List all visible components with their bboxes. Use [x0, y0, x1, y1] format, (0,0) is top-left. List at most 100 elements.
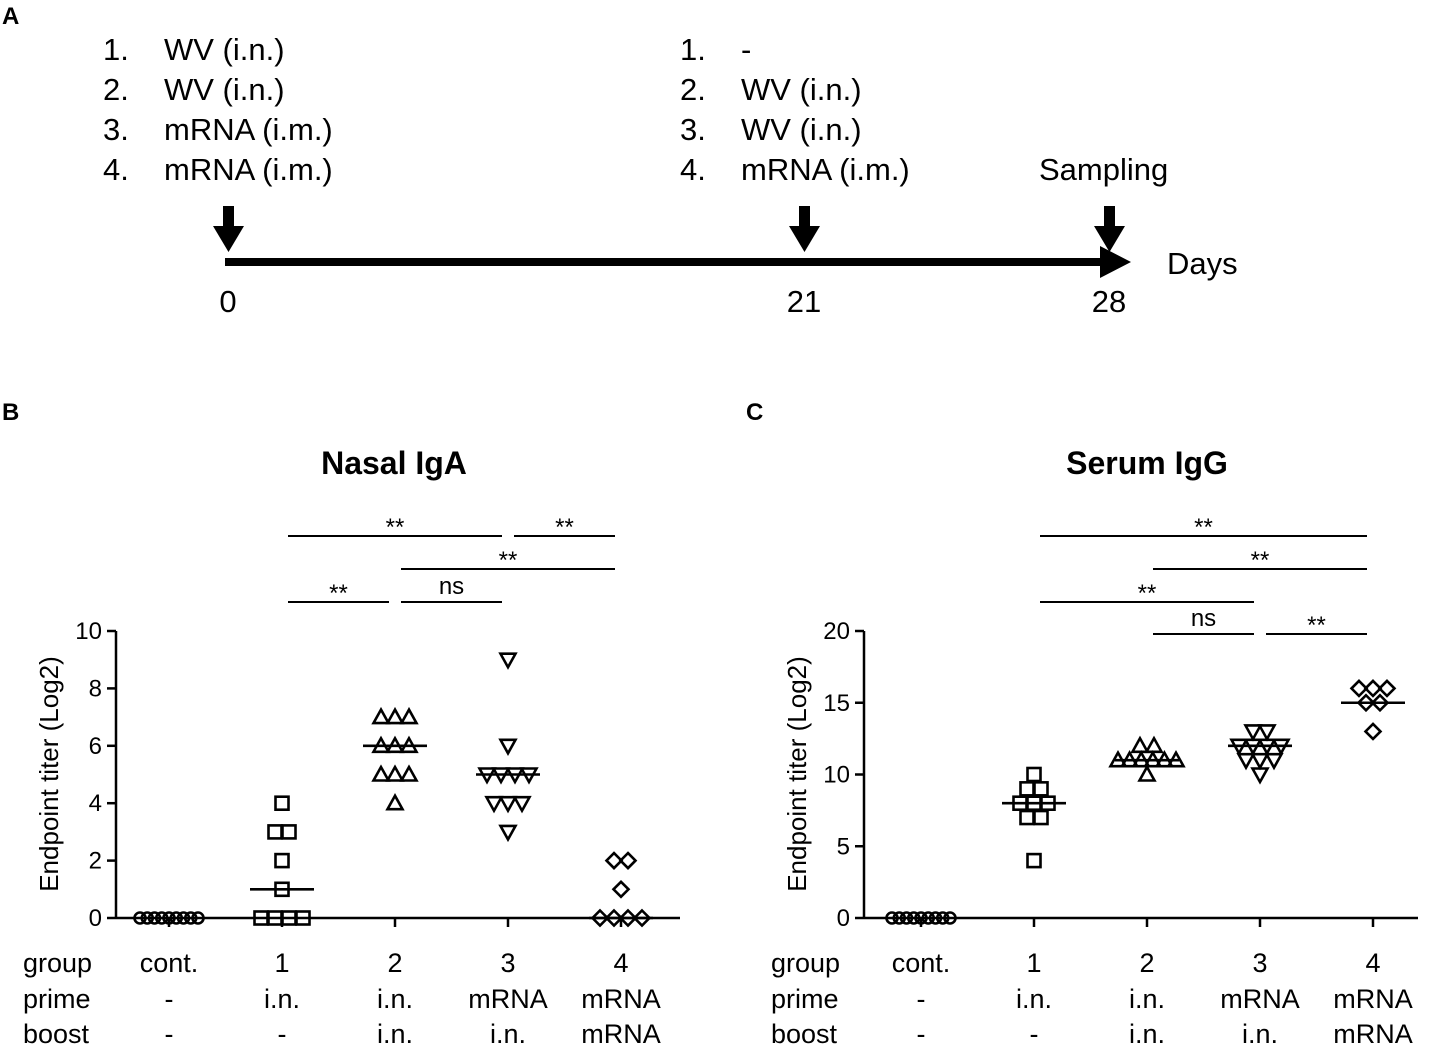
chart-b-point-1-4-0	[274, 795, 290, 812]
chart-c-point-cont.-0-0	[885, 911, 899, 925]
chart-c-point-4-13-0	[1363, 722, 1383, 741]
chart-c-point-1-10-0	[1026, 766, 1042, 783]
table-b-boost-2: i.n.	[377, 1019, 413, 1044]
table-c-group-2: 2	[1139, 948, 1154, 978]
chart-c-ytick-label-2: 10	[823, 762, 850, 789]
chart-b-point-cont.-0-6	[176, 911, 191, 925]
chart-c-table: group prime boost cont. 1 2 3 4 - i.n. i…	[771, 948, 1413, 1044]
day0-item-4-text: mRNA (i.m.)	[164, 152, 333, 187]
chart-c-point-1-4-0	[1026, 852, 1042, 869]
chart-b-point-3-4-1	[498, 795, 518, 814]
day21-item-2-text: WV (i.n.)	[741, 72, 862, 107]
chart-c-point-3-11-2	[1264, 752, 1284, 771]
chart-c-point-4-16-0	[1349, 679, 1369, 698]
table-b-group-2: 2	[387, 948, 402, 978]
chart-c-sig-label-0: **	[1194, 514, 1213, 541]
chart-b-point-2-7-2	[399, 706, 419, 725]
chart-b-point-3-4-0	[484, 795, 504, 814]
chart-c-sig-label-2: **	[1138, 580, 1157, 607]
panel-a-letter: A	[2, 3, 19, 30]
table-b-group-1: 1	[274, 948, 289, 978]
table-b-group-4: 4	[613, 948, 628, 978]
chart-c-point-3-13-1	[1257, 724, 1277, 742]
chart-b-sig-label-0: **	[386, 514, 405, 541]
day0-item-2-num: 2.	[103, 72, 129, 107]
table-b-prime-2: i.n.	[377, 984, 413, 1014]
chart-b-point-cont.-0-2	[147, 911, 162, 925]
table-b-boost-4: mRNA	[581, 1019, 661, 1044]
chart-b-ytick-label-2: 4	[89, 790, 102, 817]
table-b-row-label-boost: boost	[23, 1019, 90, 1044]
table-c-prime-3: mRNA	[1220, 984, 1300, 1014]
chart-b-point-cont.-0-1	[140, 911, 155, 925]
chart-b-point-2-7-1	[385, 706, 405, 725]
day0-item-3-num: 3.	[103, 112, 129, 147]
chart-b-sig-label-4: ns	[439, 573, 464, 600]
chart-c-point-1-7-0	[1019, 809, 1035, 826]
day21-item-3-text: WV (i.n.)	[741, 112, 862, 147]
table-b-prime-1: i.n.	[264, 984, 300, 1014]
table-c-boost-1: -	[1030, 1019, 1039, 1044]
chart-b-title: Nasal IgA	[321, 445, 467, 481]
chart-b-sig-label-2: **	[499, 547, 518, 574]
table-c-prime-4: mRNA	[1333, 984, 1413, 1014]
chart-b-point-3-4-2	[512, 795, 532, 814]
chart-b-point-1-3-1	[281, 824, 297, 840]
chart-b-ylabel: Endpoint titer (Log2)	[34, 656, 64, 892]
chart-b-point-cont.-0-5	[169, 911, 184, 925]
chart-c-point-cont.-0-5	[921, 911, 936, 925]
timeline-day21-list: 1. - 2. WV (i.n.) 3. WV (i.n.) 4. mRNA (…	[680, 32, 910, 187]
day21-item-1-text: -	[741, 32, 751, 67]
chart-b-point-4-0-2	[618, 908, 638, 928]
chart-b-point-1-2-0	[274, 852, 290, 869]
chart-b-point-2-5-2	[399, 764, 419, 782]
chart-c-point-3-10-0	[1250, 767, 1270, 785]
chart-c-point-4-15-0	[1356, 693, 1376, 713]
chart-b-point-2-5-0	[371, 764, 391, 782]
chart-c-point-cont.-0-7	[935, 911, 950, 925]
table-b-prime-3: mRNA	[468, 984, 548, 1014]
day21-item-1-num: 1.	[680, 32, 706, 67]
chart-c-sig-label-4: **	[1307, 612, 1326, 639]
day0-item-3-text: mRNA (i.m.)	[164, 112, 333, 147]
table-c-prime-2: i.n.	[1129, 984, 1165, 1014]
timeline-axis-label: Days	[1167, 246, 1238, 281]
chart-b-point-4-0-1	[604, 908, 624, 928]
table-c-prime-1: i.n.	[1016, 984, 1052, 1014]
chart-b-point-2-7-0	[371, 706, 391, 725]
chart-c-point-cont.-0-1	[892, 911, 907, 925]
timeline-axis-arrow	[225, 246, 1131, 278]
chart-c-ytick-label-4: 20	[823, 618, 850, 645]
table-c-group-3: 3	[1252, 948, 1267, 978]
chart-c-point-3-11-1	[1250, 752, 1270, 771]
table-b-prime-cont: -	[165, 984, 174, 1014]
table-b-group-3: 3	[500, 948, 515, 978]
table-c-boost-cont: -	[917, 1019, 926, 1044]
table-c-boost-4: mRNA	[1333, 1019, 1413, 1044]
chart-c-sig-label-3: ns	[1191, 605, 1216, 632]
chart-c-ytick-label-3: 15	[823, 690, 850, 717]
chart-b-sig-label-3: **	[329, 580, 348, 607]
chart-b-table: group prime boost cont. 1 2 3 4 - i.n. i…	[23, 948, 661, 1044]
table-c-row-label-boost: boost	[771, 1019, 838, 1044]
panel-c: C Serum IgG Endpoint titer (Log2) 051015…	[746, 399, 1418, 1044]
day21-item-2-num: 2.	[680, 72, 706, 107]
chart-c-point-1-7-1	[1033, 809, 1049, 826]
chart-b-point-3-9-0	[498, 652, 518, 670]
table-c-prime-cont: -	[917, 984, 926, 1014]
chart-b-point-4-1-0	[611, 879, 631, 899]
chart-c-point-2-12-0	[1130, 735, 1150, 754]
chart-b-point-1-3-0	[267, 824, 283, 840]
panel-a: A 1. WV (i.n.) 2. WV (i.n.) 3. mRNA (i.m…	[2, 3, 1238, 319]
day0-item-4-num: 4.	[103, 152, 129, 187]
chart-c-sig-label-1: **	[1251, 547, 1270, 574]
chart-b-point-cont.-0-3	[154, 911, 169, 925]
table-c-group-1: 1	[1026, 948, 1041, 978]
chart-c-point-4-16-2	[1377, 679, 1397, 698]
chart-b-point-2-4-0	[385, 793, 405, 811]
day21-item-3-num: 3.	[680, 112, 706, 147]
chart-b-point-2-5-1	[385, 764, 405, 782]
chart-c-point-1-9-0	[1019, 781, 1035, 797]
